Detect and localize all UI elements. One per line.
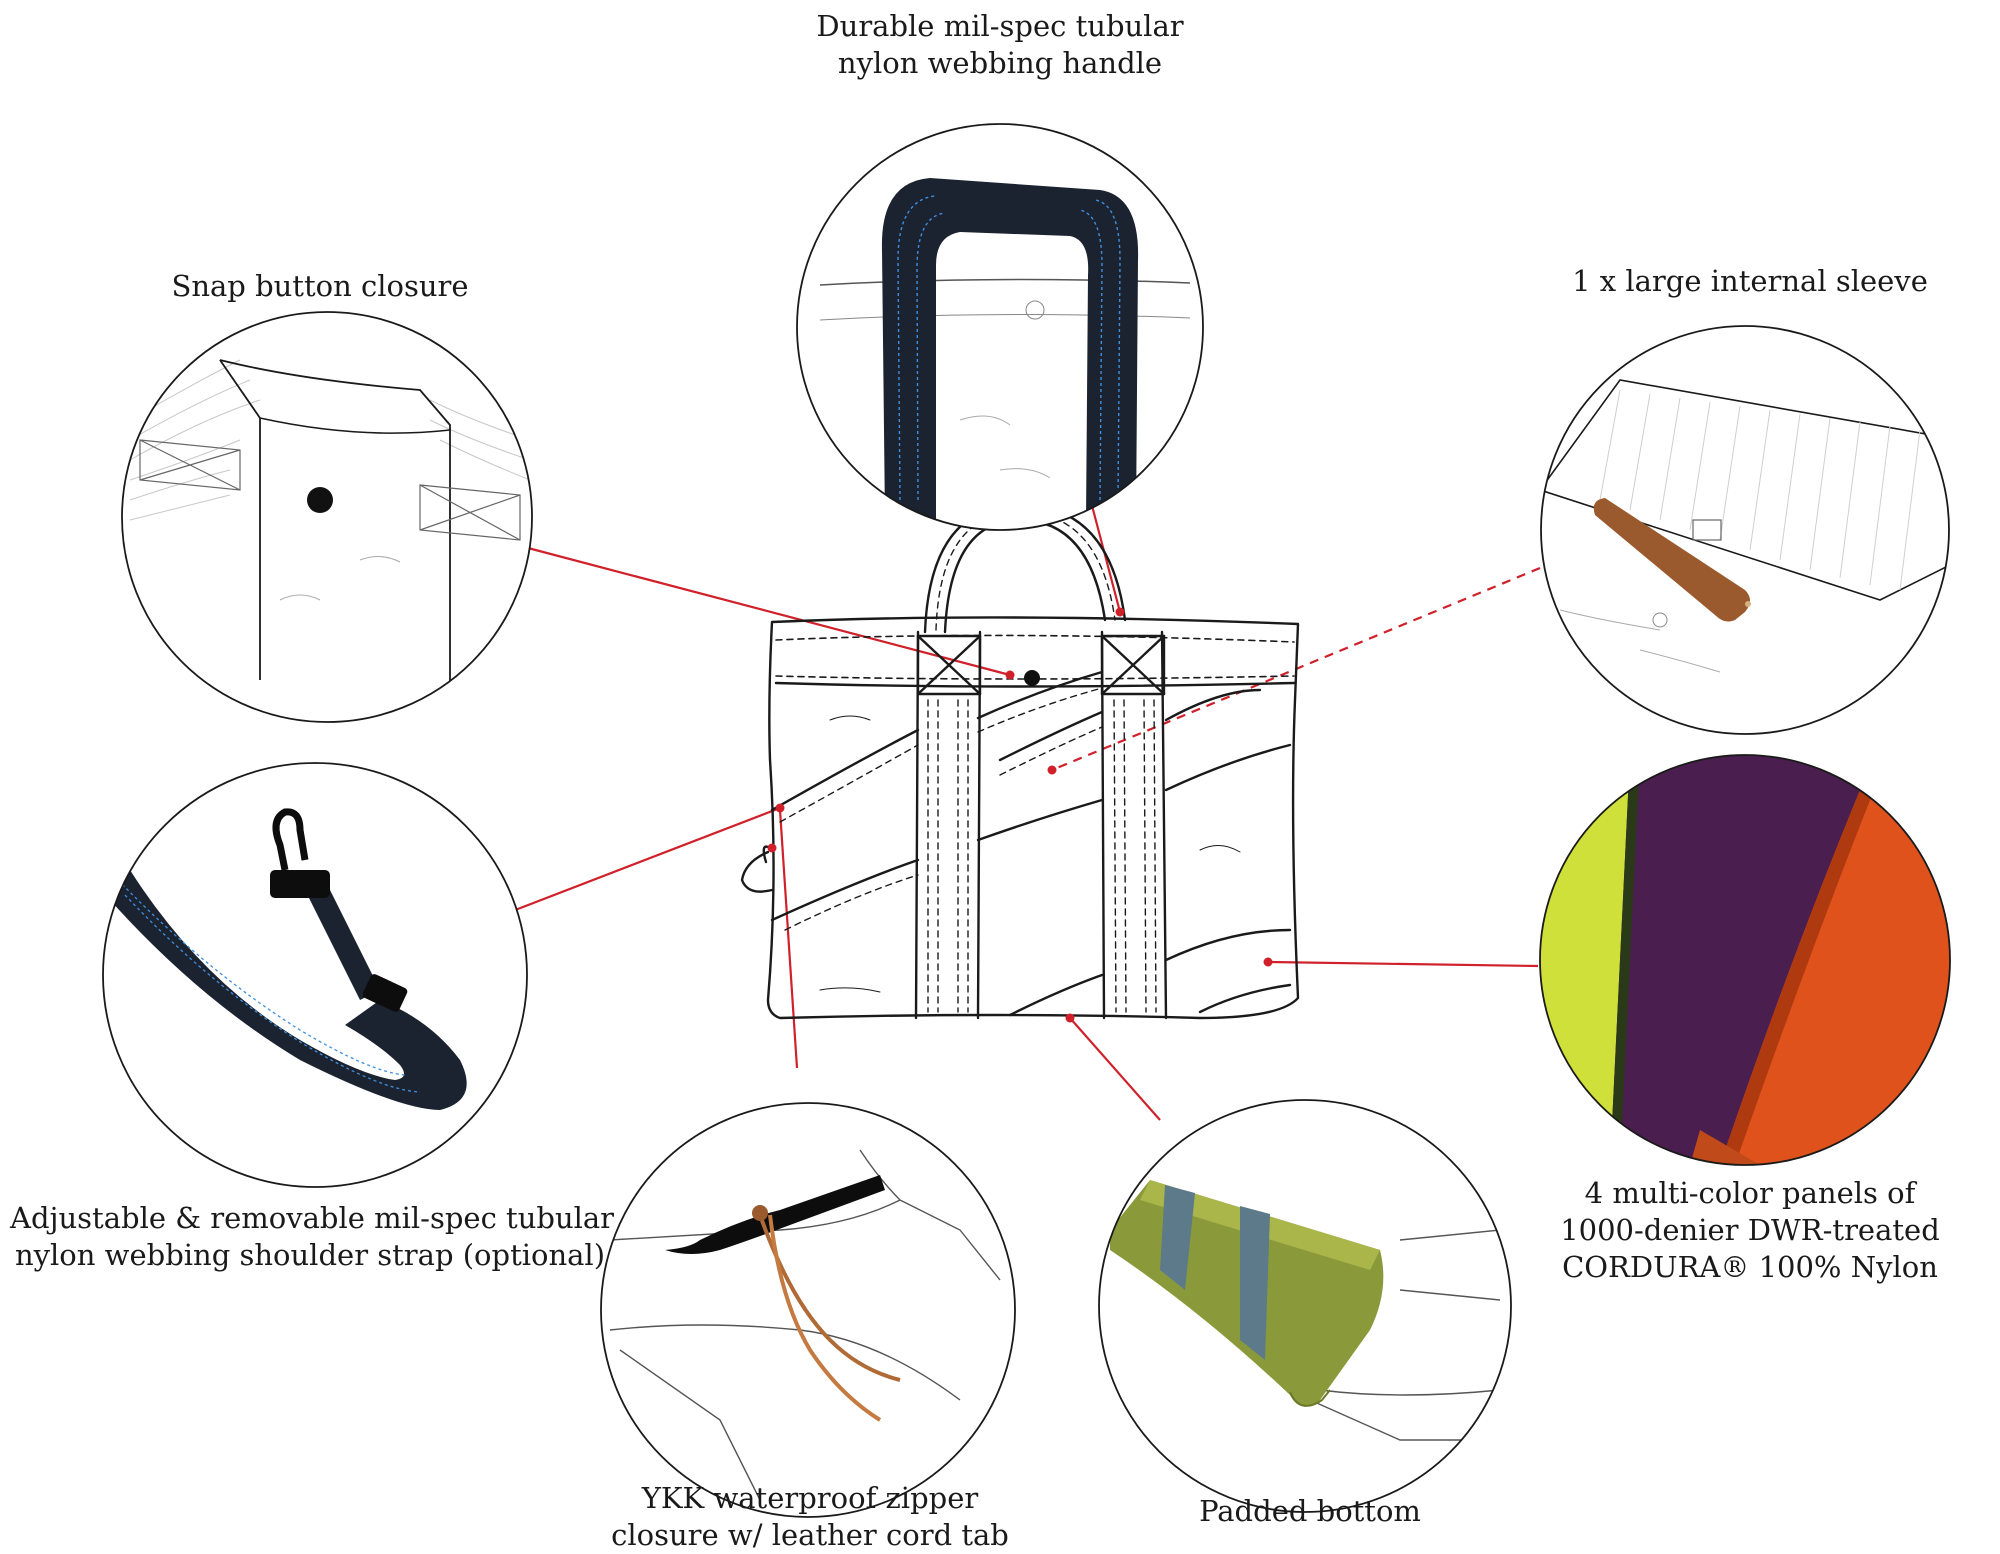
label-strap-line1: Adjustable & removable mil-spec tubular: [10, 1201, 615, 1235]
shoulder-strap-icon: [103, 763, 527, 1187]
leader-snap: [527, 546, 1011, 677]
leader-lines: [509, 497, 1541, 1121]
label-panels-line1: 4 multi-color panels of: [1584, 1176, 1916, 1210]
leader-panels: [1267, 960, 1539, 968]
padded-bottom-icon: [1099, 1100, 1511, 1512]
snap-button-icon: [1024, 670, 1040, 686]
zipper-pull-icon: [601, 1103, 1015, 1517]
snap-detail-icon: [122, 312, 532, 722]
label-handle-line2: nylon webbing handle: [837, 46, 1163, 80]
fabric-panels-icon: [1540, 755, 1950, 1165]
leader-strap: [509, 806, 781, 914]
leader-bottom: [1069, 1017, 1161, 1121]
tote-bag-illustration: [740, 503, 1300, 1020]
label-snap: Snap button closure: [150, 268, 490, 305]
label-zipper-line2: closure w/ leather cord tab: [611, 1518, 1009, 1552]
label-handle-line1: Durable mil-spec tubular: [816, 9, 1184, 43]
label-bottom: Padded bottom: [1150, 1493, 1470, 1530]
label-sleeve: 1 x large internal sleeve: [1570, 263, 1930, 300]
label-handle: Durable mil-spec tubular nylon webbing h…: [770, 8, 1230, 82]
label-snap-line1: Snap button closure: [171, 269, 469, 303]
leader-dots: [767, 607, 1273, 1023]
label-zipper: YKK waterproof zipper closure w/ leather…: [600, 1480, 1020, 1554]
label-bottom-line1: Padded bottom: [1199, 1494, 1421, 1528]
webbing-handle-icon: [797, 124, 1203, 530]
label-strap: Adjustable & removable mil-spec tubular …: [10, 1200, 615, 1274]
label-panels-line3: CORDURA® 100% Nylon: [1562, 1250, 1938, 1284]
label-panels: 4 multi-color panels of 1000-denier DWR-…: [1560, 1175, 1940, 1286]
leader-zipper: [778, 809, 799, 1069]
label-sleeve-line1: 1 x large internal sleeve: [1572, 264, 1928, 298]
internal-sleeve-icon: [1541, 326, 1949, 734]
label-strap-line2: nylon webbing shoulder strap (optional): [14, 1238, 606, 1272]
label-panels-line2: 1000-denier DWR-treated: [1560, 1213, 1940, 1247]
label-zipper-line1: YKK waterproof zipper: [641, 1481, 979, 1515]
